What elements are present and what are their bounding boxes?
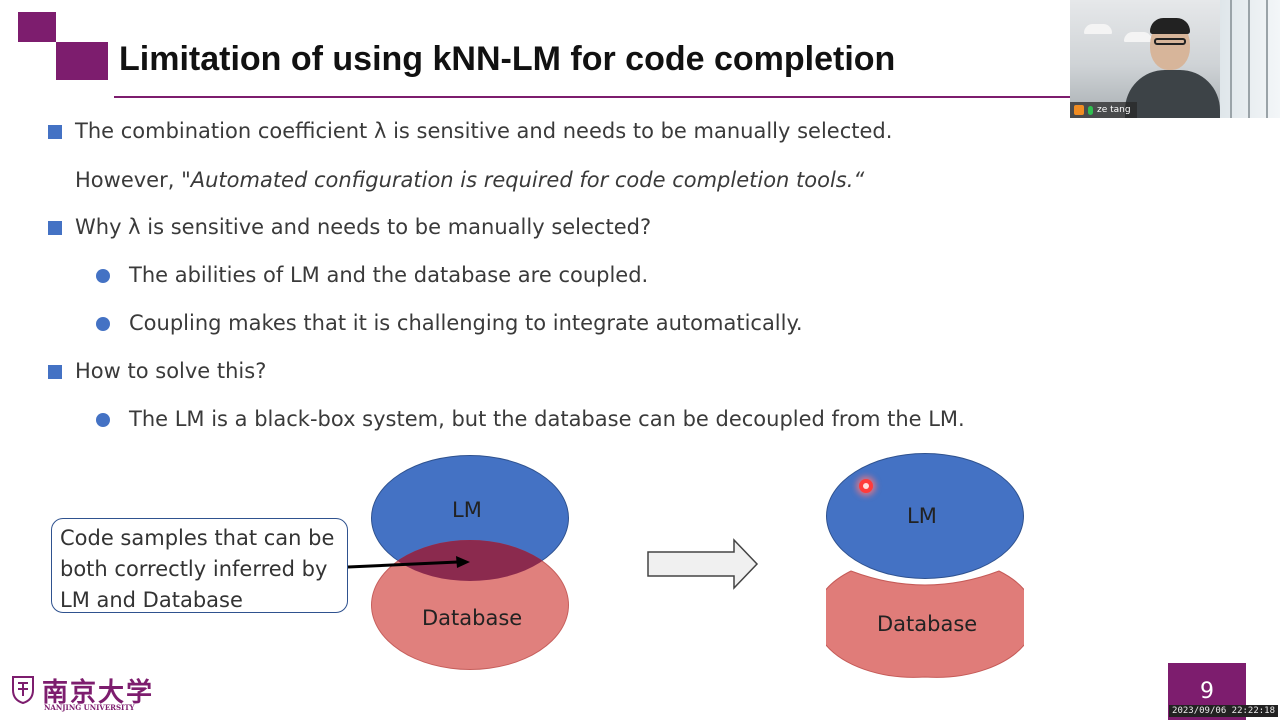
- bullet-square-icon: [48, 125, 62, 139]
- lm-ellipse-decoupled: [826, 453, 1024, 579]
- bullet-square-icon: [48, 221, 62, 235]
- title-underline: [114, 96, 1116, 98]
- continuation-prefix: However,: [75, 168, 182, 192]
- sub-bullet-text: The LM is a black-box system, but the da…: [129, 407, 965, 431]
- overlap-region: [371, 540, 569, 581]
- database-shape-decoupled: [826, 570, 1024, 678]
- bullet-square-icon: [48, 365, 62, 379]
- microphone-icon[interactable]: [1088, 105, 1093, 115]
- callout-box: Code samples that can be both correctly …: [51, 518, 348, 613]
- participant-video[interactable]: ze tang: [1070, 0, 1280, 118]
- slide-title: Limitation of using kNN-LM for code comp…: [119, 40, 896, 78]
- lm-label: LM: [452, 498, 482, 522]
- recording-timestamp: 2023/09/06 22:22:18: [1169, 705, 1278, 717]
- participant-name-bar: ze tang: [1070, 102, 1137, 118]
- title-decoration-square: [18, 12, 56, 42]
- callout-arrow: [347, 556, 470, 569]
- window-background: [1220, 0, 1280, 118]
- title-decoration-square: [56, 42, 108, 80]
- right-arrow-icon: [647, 538, 759, 590]
- lm-label: LM: [907, 504, 937, 528]
- person-hair: [1150, 18, 1190, 34]
- person-torso: [1125, 70, 1220, 118]
- ceiling-lamp: [1084, 24, 1112, 34]
- bullet-text: The combination coefficient λ is sensiti…: [75, 119, 893, 143]
- quote-text: "Automated configuration is required for…: [181, 168, 865, 192]
- database-label: Database: [877, 612, 978, 636]
- callout-line: both correctly inferred by: [60, 557, 328, 581]
- participant-name: ze tang: [1097, 105, 1131, 115]
- crest-icon: [12, 676, 34, 704]
- university-logo: 南京大学 NANJING UNIVERSITY: [10, 672, 152, 714]
- laser-pointer-icon: [859, 479, 873, 493]
- bullet-dot-icon: [96, 269, 110, 283]
- callout-line: LM and Database: [60, 588, 243, 612]
- callout-line: Code samples that can be: [60, 526, 335, 550]
- bullet-dot-icon: [96, 317, 110, 331]
- university-name-cn: 南京大学: [42, 678, 155, 708]
- university-name-en: NANJING UNIVERSITY: [44, 703, 135, 712]
- database-label: Database: [422, 606, 523, 630]
- ceiling-lamp: [1124, 32, 1152, 42]
- sub-bullet-text: The abilities of LM and the database are…: [129, 263, 649, 287]
- bullet-continuation: However, "Automated configuration is req…: [75, 168, 864, 192]
- bullet-dot-icon: [96, 413, 110, 427]
- person-glasses: [1154, 38, 1186, 45]
- user-icon: [1074, 105, 1084, 115]
- bullet-text: Why λ is sensitive and needs to be manua…: [75, 215, 652, 239]
- bullet-text: How to solve this?: [75, 359, 267, 383]
- sub-bullet-text: Coupling makes that it is challenging to…: [129, 311, 803, 335]
